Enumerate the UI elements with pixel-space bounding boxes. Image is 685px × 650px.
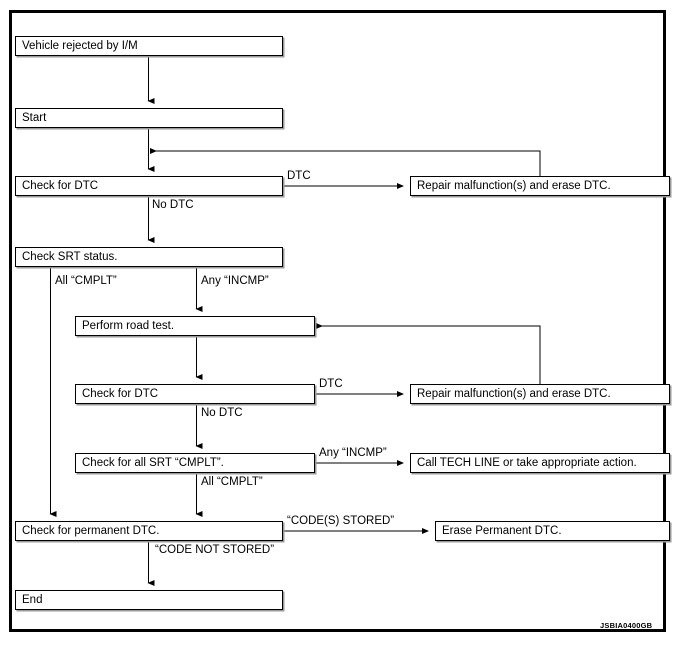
node-check-permanent-dtc: Check for permanent DTC. (15, 521, 283, 541)
node-check-dtc-1: Check for DTC (15, 176, 283, 196)
node-perform-road-test: Perform road test. (75, 316, 315, 336)
node-check-dtc-2: Check for DTC (75, 384, 315, 404)
node-end: End (15, 590, 283, 610)
node-vehicle-rejected: Vehicle rejected by I/M (15, 36, 283, 56)
edge-label-all-cmplt-2: All “CMPLT” (201, 476, 263, 488)
edge-label-dtc-2: DTC (319, 378, 343, 390)
edge-label-all-cmplt-1: All “CMPLT” (55, 275, 117, 287)
edge-label-any-incmp-2: Any “INCMP” (319, 447, 387, 459)
node-start: Start (15, 108, 283, 128)
edge-label-codes-stored: “CODE(S) STORED” (287, 515, 395, 527)
edge-label-no-dtc-1: No DTC (152, 199, 194, 211)
edge-label-code-not-stored: “CODE NOT STORED” (155, 544, 275, 556)
figure-code: JSBIA0400GB (600, 621, 653, 630)
edge-repair2-feedback (316, 323, 541, 384)
node-check-srt-status: Check SRT status. (15, 247, 283, 267)
node-repair-erase-1: Repair malfunction(s) and erase DTC. (410, 176, 670, 196)
node-check-all-srt-cmplt: Check for all SRT “CMPLT”. (75, 453, 315, 473)
node-erase-permanent-dtc: Erase Permanent DTC. (435, 521, 670, 541)
edge-repair1-feedback (150, 148, 541, 176)
node-call-tech-line: Call TECH LINE or take appropriate actio… (410, 453, 670, 473)
edge-label-no-dtc-2: No DTC (201, 407, 243, 419)
edge-label-dtc-1: DTC (287, 170, 311, 182)
node-repair-erase-2: Repair malfunction(s) and erase DTC. (410, 384, 670, 404)
edge-label-any-incmp-1: Any “INCMP” (201, 275, 269, 287)
